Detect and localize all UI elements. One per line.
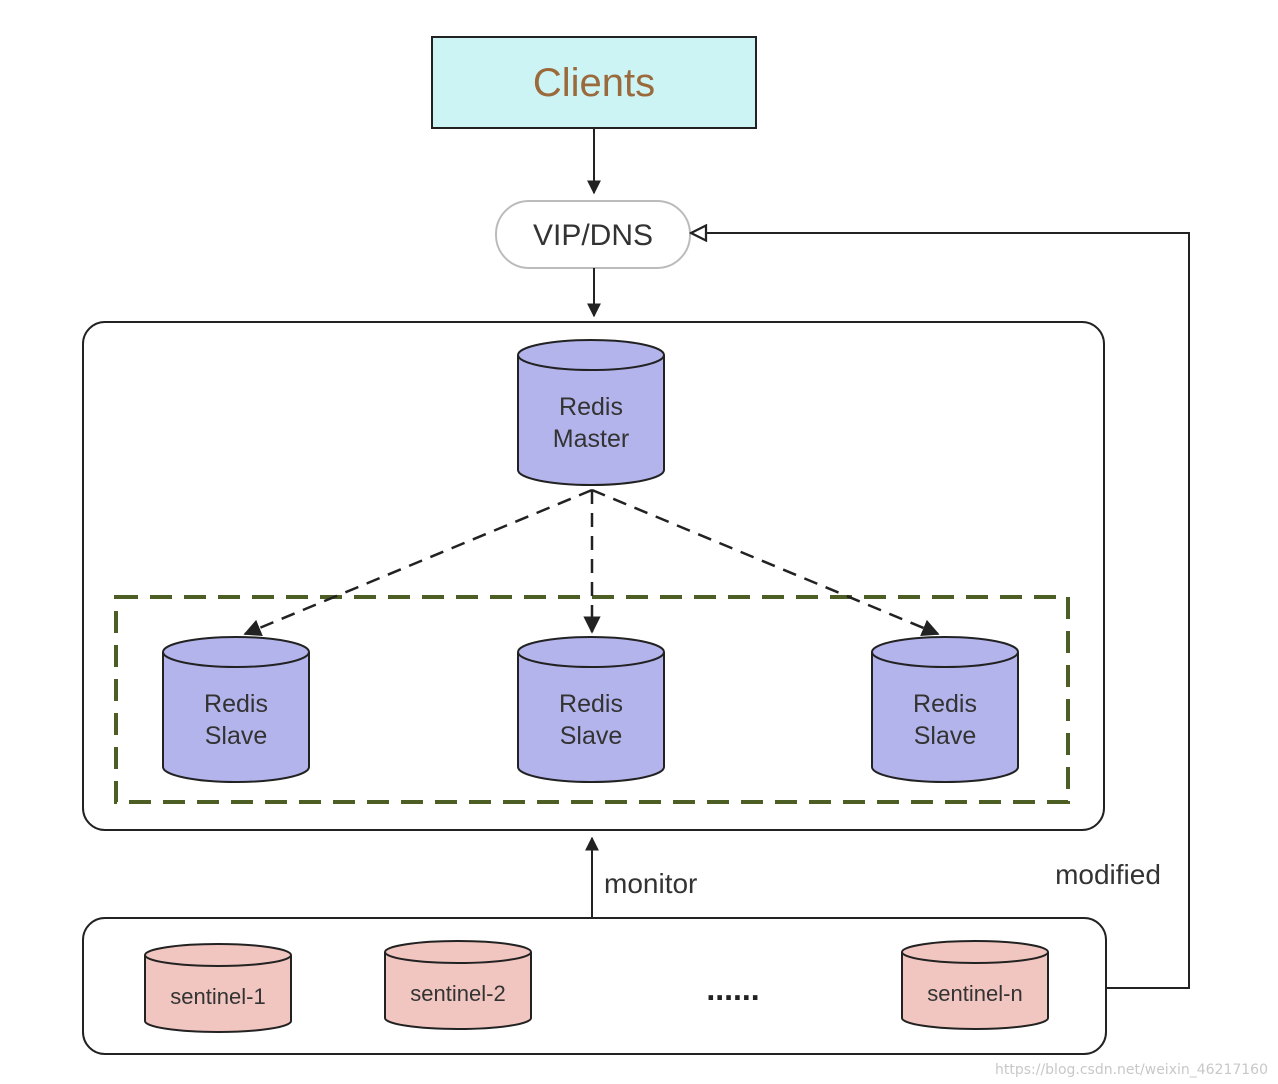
watermark: https://blog.csdn.net/weixin_46217160 [994,1062,1268,1078]
modified-arrow [706,233,1190,989]
slave-group-border [114,595,1070,804]
sentinel-node: sentinel-n [901,940,1049,1030]
sentinel-label: sentinel-1 [170,984,265,1009]
clients-node: Clients [431,36,757,129]
redis-master-node: Redis Master [517,339,665,486]
redis-slave-node: Redis Slave [162,636,310,783]
clients-label: Clients [533,61,655,105]
slave-label-line1: Redis [913,690,977,718]
redis-cluster-container [82,321,1105,831]
sentinel-label: sentinel-2 [410,981,505,1006]
replication-arrows [243,488,940,637]
slave-label-line1: Redis [559,690,623,718]
monitor-label: monitor [604,868,697,899]
sentinel-label: sentinel-n [927,981,1022,1006]
sentinel-container [82,917,1107,1055]
modified-label: modified [1055,859,1161,890]
slave-label-line2: Slave [560,722,623,750]
vip-dns-label: VIP/DNS [533,219,653,252]
master-label-line1: Redis [559,393,623,421]
vip-dns-node: VIP/DNS [495,200,691,269]
more-sentinels-ellipsis: ...... [706,971,759,1007]
redis-slave-node: Redis Slave [871,636,1019,783]
slave-label-line1: Redis [204,690,268,718]
sentinel-node: sentinel-1 [144,943,292,1033]
redis-slave-node: Redis Slave [517,636,665,783]
slave-label-line2: Slave [914,722,977,750]
master-label-line2: Master [553,425,629,453]
sentinel-node: sentinel-2 [384,940,532,1030]
slave-label-line2: Slave [205,722,268,750]
